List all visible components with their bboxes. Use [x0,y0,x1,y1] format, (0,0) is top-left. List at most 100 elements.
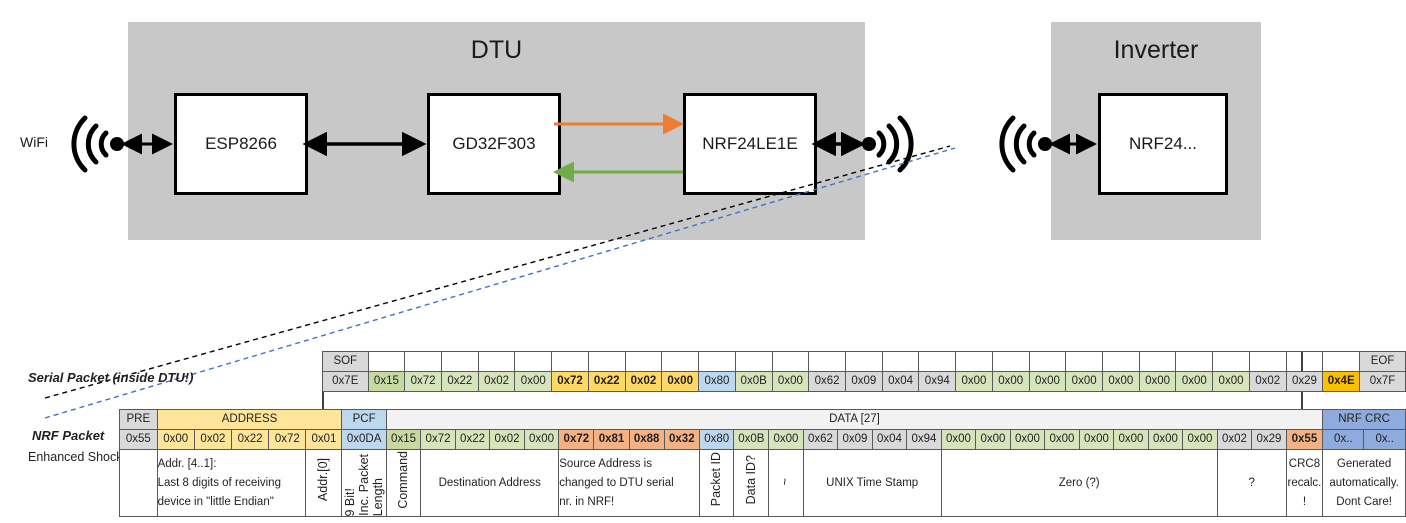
annotation-source-line: Source Address is [559,457,652,470]
nrf-byte-cell: 0x55 [1285,429,1324,450]
annotation-address-line: Addr. [4..1]: [157,457,217,470]
nrf-byte-cell: 0x04 [871,429,908,450]
serial-byte-cell: 0x02 [477,371,516,392]
serial-byte-cell: 0x94 [918,371,957,392]
dtu-title: DTU [470,36,523,64]
chip-esp8266-label: ESP8266 [205,134,277,153]
vertical-label: Command [396,450,411,509]
serial-byte-cell: 0x72 [551,371,589,392]
serial-header-spacer [514,351,553,372]
nrf-byte-cell: 0x00 [940,429,977,450]
annotation-crc8: CRC8 recalc.! [1285,449,1324,517]
nrf-address-byte: 0x72 [268,429,307,450]
serial-header-spacer [624,351,663,372]
annotation-address-line: device in "little Endian" [157,495,274,508]
annotation-generated-line: automatically. [1329,476,1399,489]
nrf-byte-cell: 0x00 [523,429,560,450]
serial-byte-cell: 0x00 [661,371,700,392]
serial-header-spacer [587,351,626,372]
serial-header-row: SOF EOF [322,351,1406,372]
annotation-crc8-line: ! [1302,495,1307,508]
serial-byte-cell: 0x4E [1322,371,1361,392]
serial-byte-cell: 0x00 [991,371,1030,392]
serial-byte-cell: 0x72 [404,371,442,392]
serial-header-spacer [918,351,957,372]
vertical-label: Packet ID [709,452,724,507]
annotation-unix-timestamp: UNIX Time Stamp [802,449,942,517]
serial-header-spacer [698,351,736,372]
serial-sof-header: SOF [322,351,369,372]
serial-byte-cell: 0x0B [734,371,773,392]
serial-header-spacer [367,351,406,372]
nrf-annotation-row: Addr. [4..1]: Last 8 digits of receiving d… [119,449,1406,517]
serial-byte-cell: 0x00 [1212,371,1250,392]
nrf-byte-cell: 0x72 [558,429,595,450]
nrf-byte-cell: 0x62 [802,429,839,450]
nrf-byte-cell: 0x00 [1147,429,1184,450]
annotation-generated-line: Dont Care! [1336,495,1392,508]
serial-byte-cell: 0x00 [514,371,553,392]
serial-byte-cell: 0x29 [1285,371,1324,392]
serial-byte-cell: 0x22 [587,371,626,392]
nrf-byte-cell: 0x00 [975,429,1011,450]
annotation-source-line: changed to DTU serial [559,476,674,489]
serial-header-spacer [661,351,700,372]
serial-byte-cell: 0x00 [771,371,810,392]
serial-header-spacer [808,351,846,372]
nrf-byte-cell: 0x02 [1216,429,1253,450]
annotation-crc8-line: CRC8 [1288,457,1321,470]
nrf-pre-value: 0x55 [119,429,158,450]
nrf-address-header: ADDRESS [156,409,343,430]
nrf-byte-cell: 0x88 [628,429,665,450]
serial-header-spacer [734,351,773,372]
nrf-pcf-value: 0x0DA [341,429,387,450]
vertical-label: 9 Bit! [342,487,357,517]
annotation-crc8-line: recalc. [1287,476,1322,489]
annotation-address: Addr. [4..1]: Last 8 digits of receiving d… [156,449,307,517]
nrf-byte-cell: 0x81 [593,429,630,450]
nrf-address-byte: 0x22 [230,429,270,450]
packet-tables: Serial Packet (inside DTU!) NRF Packet E… [0,340,1406,523]
chip-nrf24: NRF24... [1098,93,1228,195]
serial-eof-header: EOF [1359,351,1406,372]
serial-header-spacer [1248,351,1287,372]
nrf-byte-cell: 0x00 [1113,429,1149,450]
serial-byte-cell: 0x62 [808,371,846,392]
annotation-packet-id: Packet ID [698,449,735,517]
nrf-byte-cell: 0x32 [663,429,700,450]
nrf-packet-label: NRF Packet [32,428,105,443]
serial-byte-cell: 0x00 [1065,371,1103,392]
nrf-data-header: DATA [27] [385,409,1324,430]
serial-byte-cell: 0x22 [440,371,479,392]
vertical-label: ~ [778,478,793,486]
serial-header-spacer [844,351,883,372]
wifi-label: WiFi [20,134,48,150]
serial-header-spacer [1065,351,1103,372]
nrf-byte-cell: 0x00 [1044,429,1080,450]
chip-gd32f303-label: GD32F303 [452,134,536,153]
nrf-byte-cell: 0x09 [837,429,873,450]
vertical-label: Addr.[0] [316,457,331,502]
nrf-pcf-header: PCF [341,409,387,430]
annotation-destination-address: Destination Address [420,449,560,517]
nrf-byte-cell: 0x0B [733,429,770,450]
nrf-crc-header: NRF CRC [1322,409,1406,430]
nrf-byte-cell: 0x72 [420,429,456,450]
annotation-address-line: Last 8 digits of receiving [157,476,281,489]
chip-nrf24le1e-label: NRF24LE1E [702,134,798,153]
serial-byte-cell: 0x00 [1175,371,1214,392]
nrf-crc-byte: 0x.. [1322,429,1365,450]
nrf-byte-cell: 0x94 [906,429,942,450]
serial-header-spacer [1138,351,1177,372]
nrf-address-byte: 0x01 [305,429,343,450]
serial-byte-cell: 0x15 [367,371,406,392]
nrf-byte-cell: 0x29 [1251,429,1287,450]
serial-sof-value: 0x7E [322,371,369,392]
nrf-byte-cell: 0x80 [698,429,735,450]
